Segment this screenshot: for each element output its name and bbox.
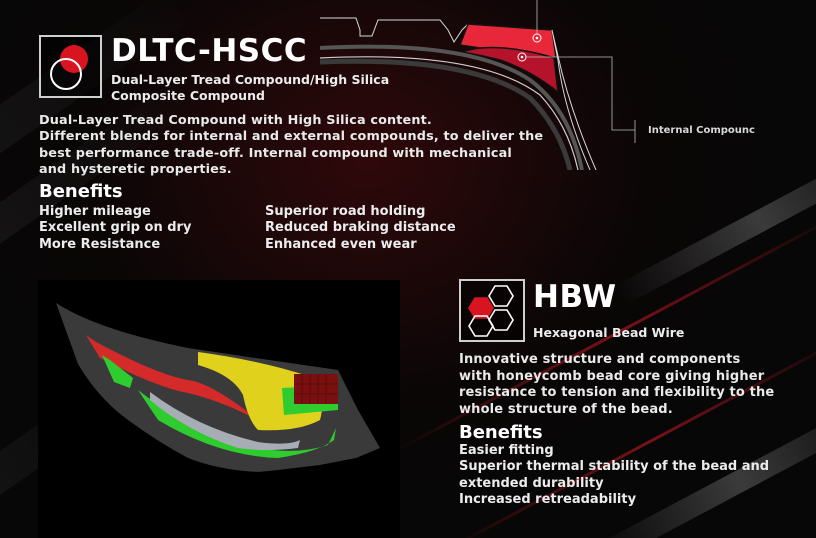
benefit-item: Enhanced even wear	[265, 236, 417, 252]
benefit-item: Reduced braking distance	[265, 220, 456, 236]
hbw-description: Innovative structure and components with…	[459, 352, 774, 418]
bead-render-graphic	[56, 303, 380, 472]
hbw-title: HBW	[533, 279, 617, 315]
benefit-item: Excellent grip on dry	[39, 220, 192, 236]
hbw-benefits-list: Easier fitting Superior thermal stabilit…	[459, 443, 769, 509]
hbw-subtitle: Hexagonal Bead Wire	[533, 325, 685, 340]
hbw-description-line: Innovative structure and components	[459, 352, 741, 367]
hbw-description-line: with honeycomb bead core giving higher	[459, 368, 765, 384]
tread-compound-diagram	[320, 0, 636, 170]
dltc-title: DLTC-HSCC	[111, 33, 308, 69]
benefit-item: Superior road holding	[265, 204, 426, 219]
internal-compound-label: Internal Compounc	[648, 125, 755, 136]
benefit-item: Easier fitting	[459, 443, 554, 458]
hbw-description-line: resistance to tension and flexibility to…	[459, 385, 775, 400]
dltc-benefits-left: Higher mileage Excellent grip on dry Mor…	[39, 204, 191, 253]
hbw-description-line: whole structure of the bead.	[459, 401, 673, 417]
dltc-description-line: best performance trade-off. Internal com…	[39, 145, 512, 161]
benefit-item: extended durability	[459, 475, 604, 491]
dltc-icon-box	[39, 35, 102, 98]
dltc-benefits-right: Superior road holding Reduced braking di…	[265, 204, 456, 253]
dltc-description-line: and hysteretic properties.	[39, 161, 232, 177]
hbw-icon-box	[459, 279, 525, 342]
dltc-description-line: Different blends for internal and extern…	[39, 129, 544, 145]
dltc-description: Dual-Layer Tread Compound with High Sili…	[39, 113, 543, 178]
benefit-item: Increased retreadability	[459, 492, 637, 508]
dltc-subtitle-line2: Composite Compound	[111, 88, 265, 103]
dltc-benefits-heading: Benefits	[39, 181, 123, 202]
dltc-description-line: Dual-Layer Tread Compound with High Sili…	[39, 113, 432, 128]
bead-cross-section-render	[38, 280, 400, 538]
dltc-subtitle-line1: Dual-Layer Tread Compound/High Silica	[111, 72, 390, 87]
benefit-item: Superior thermal stability of the bead a…	[459, 459, 770, 475]
honeycomb-hexagons-icon	[468, 285, 514, 337]
benefit-item: Higher mileage	[39, 204, 151, 219]
benefit-item: More Resistance	[39, 236, 161, 252]
hbw-benefits-heading: Benefits	[459, 422, 543, 443]
overlapping-circles-icon	[50, 45, 88, 90]
